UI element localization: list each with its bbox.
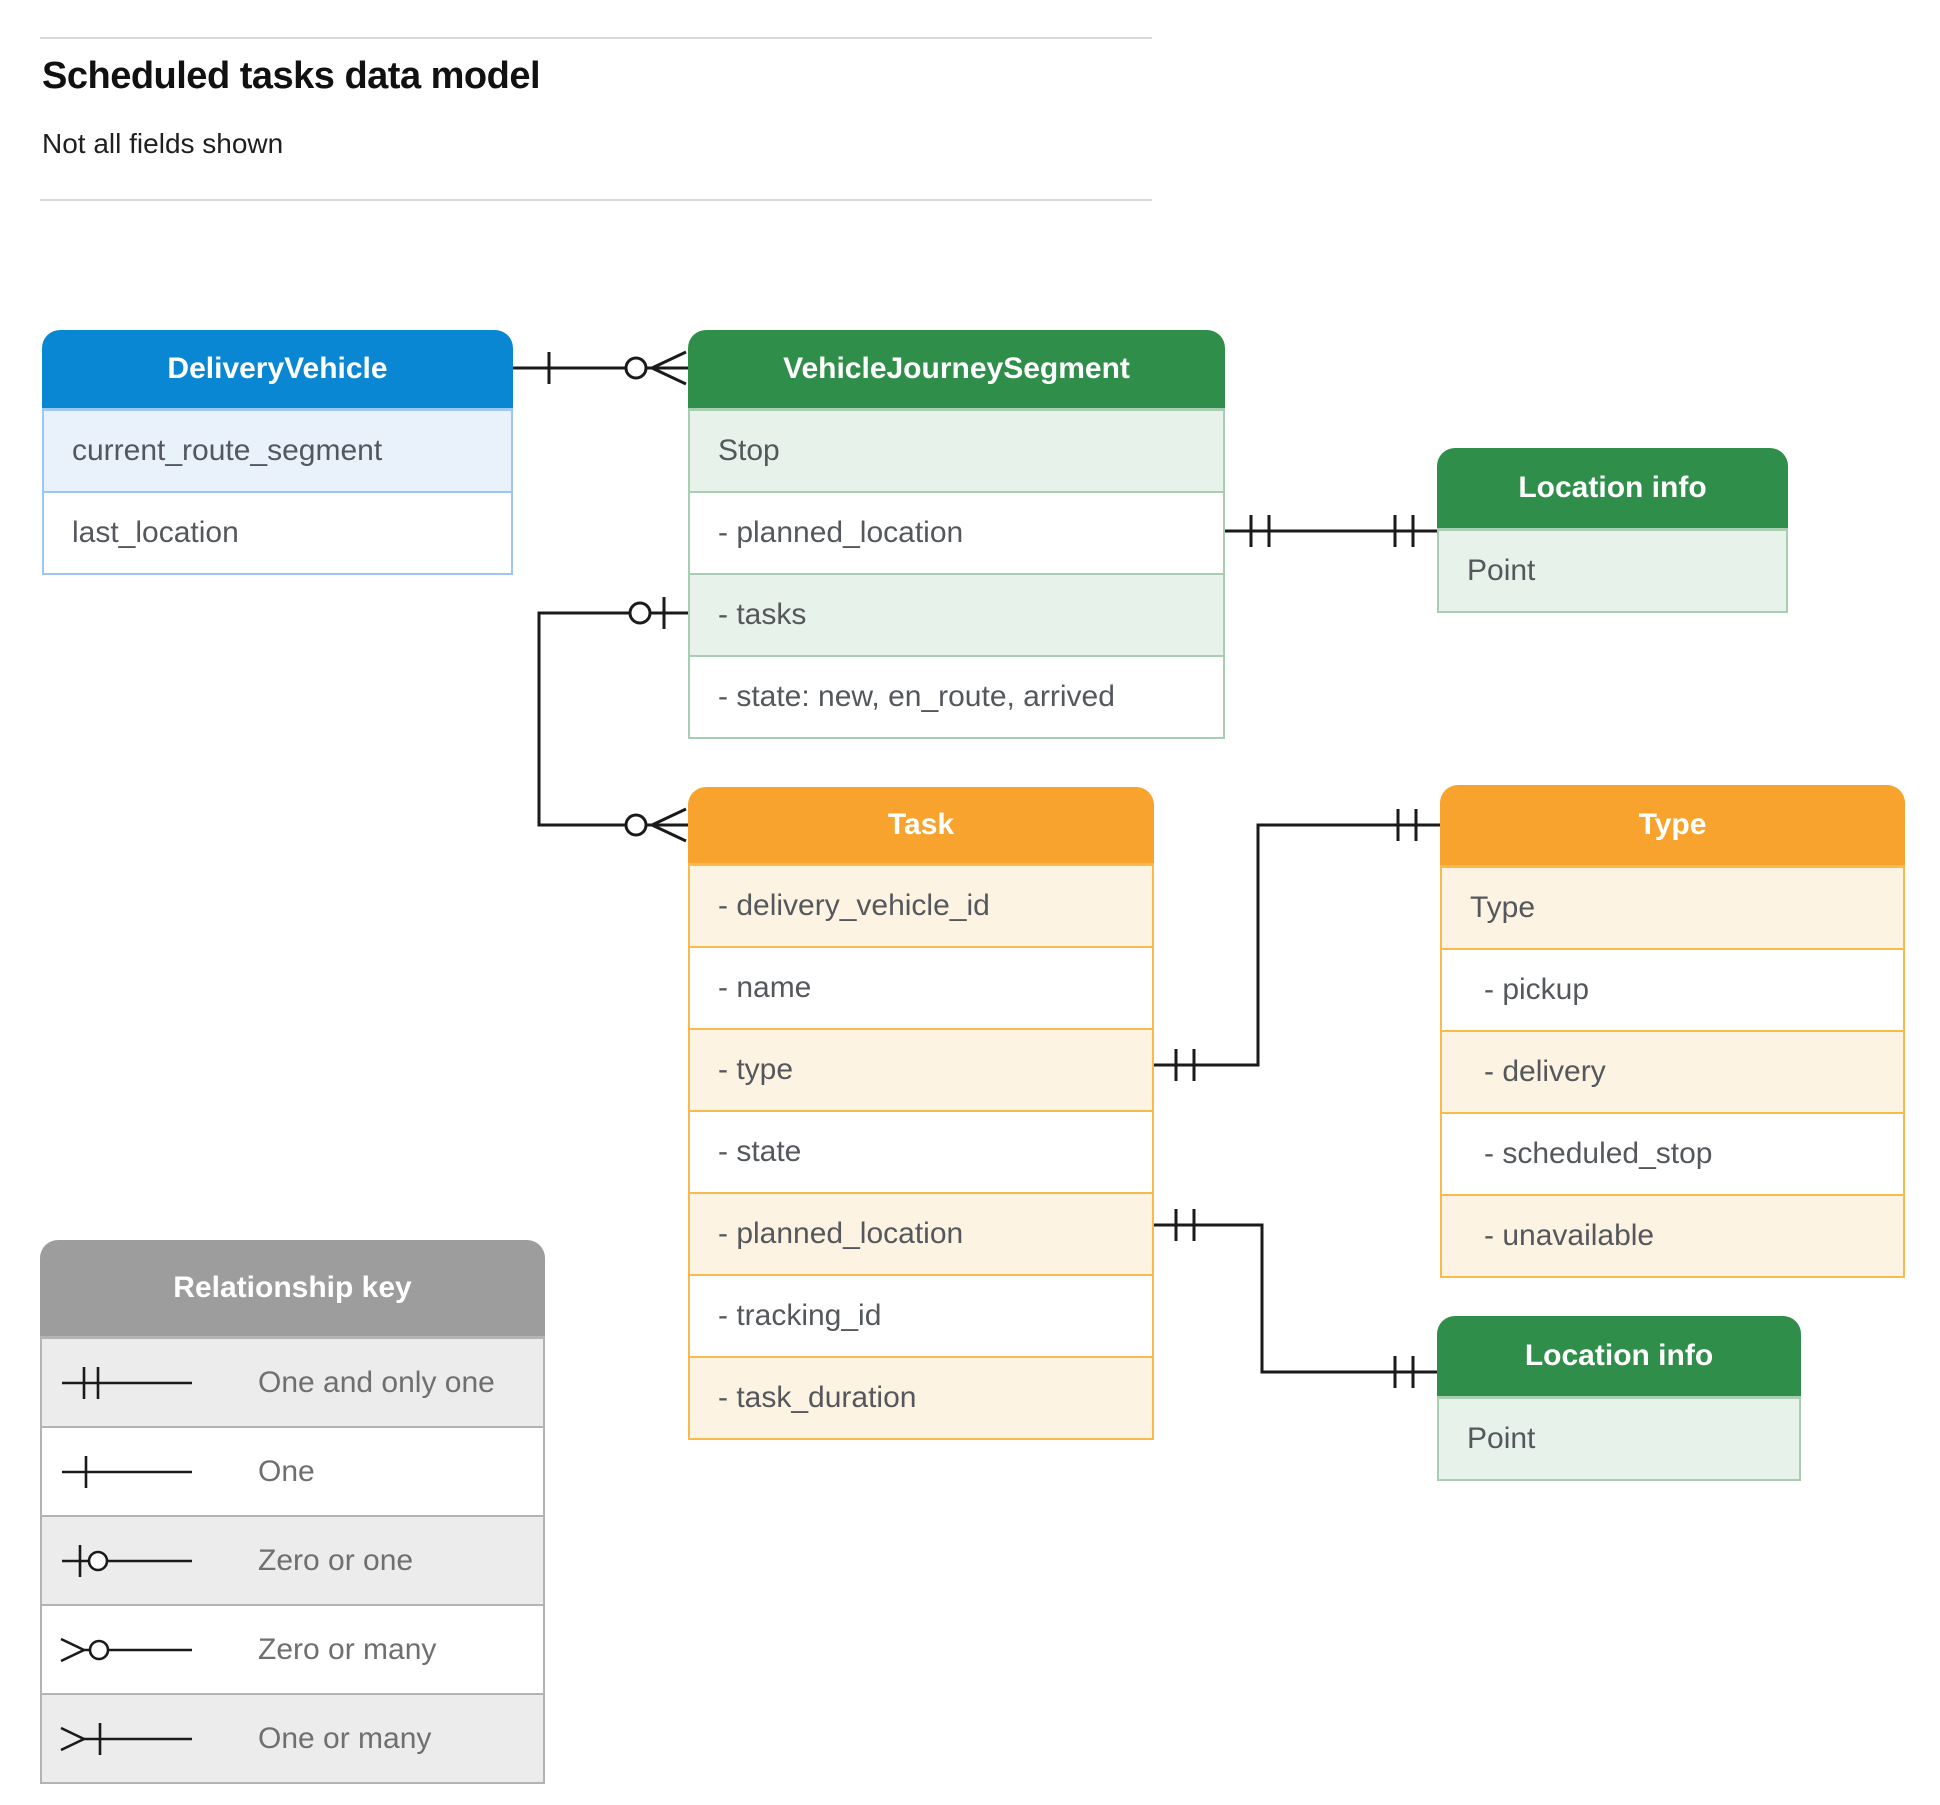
page-subtitle: Not all fields shown [42, 128, 284, 159]
relationship-key: Relationship key One and only one One Ze… [40, 1240, 545, 1784]
field-point: Point [1439, 531, 1786, 611]
field-pickup: - pickup [1442, 948, 1903, 1030]
field-planned-location: - planned_location [690, 491, 1223, 573]
entity-delivery-vehicle: DeliveryVehicle current_route_segment la… [42, 330, 513, 575]
field-type: - type [690, 1028, 1152, 1110]
connector-tasks-to-task [537, 597, 688, 843]
entity-location-info-bottom-title: Location info [1437, 1316, 1801, 1396]
field-unavailable: - unavailable [1442, 1194, 1903, 1276]
one-and-only-one-icon [62, 1366, 192, 1399]
one-icon [62, 1455, 192, 1488]
entity-delivery-vehicle-title: DeliveryVehicle [42, 330, 513, 408]
relationship-key-title: Relationship key [40, 1240, 545, 1336]
zero-or-many-icon [60, 1637, 192, 1662]
page-title: Scheduled tasks data model [42, 55, 541, 97]
field-tasks: - tasks [690, 573, 1223, 655]
one-or-many-icon [60, 1722, 192, 1755]
field-current-route-segment: current_route_segment [44, 411, 511, 491]
entity-location-info-top: Location info Point [1437, 448, 1788, 613]
field-task-duration: - task_duration [690, 1356, 1152, 1438]
entity-type: Type Type - pickup - delivery - schedule… [1440, 785, 1905, 1278]
field-task-state: - state [690, 1110, 1152, 1192]
field-delivery: - delivery [1442, 1030, 1903, 1112]
connector-vehicle-to-segment [513, 350, 688, 386]
field-scheduled-stop: - scheduled_stop [1442, 1112, 1903, 1194]
title-divider [40, 199, 1152, 201]
key-item-one-or-many: One or many [42, 1693, 543, 1782]
field-stop: Stop [690, 411, 1223, 491]
field-task-planned-location: - planned_location [690, 1192, 1152, 1274]
key-item-one: One [42, 1426, 543, 1515]
field-point-bottom: Point [1439, 1399, 1799, 1479]
field-delivery-vehicle-id: - delivery_vehicle_id [690, 866, 1152, 946]
field-state: - state: new, en_route, arrived [690, 655, 1223, 737]
entity-location-info-top-title: Location info [1437, 448, 1788, 528]
entity-location-info-bottom: Location info Point [1437, 1316, 1801, 1481]
field-type-name: Type [1442, 868, 1903, 948]
connector-task-to-location [1154, 1209, 1437, 1388]
field-name: - name [690, 946, 1152, 1028]
zero-or-one-icon [62, 1544, 192, 1577]
entity-task: Task - delivery_vehicle_id - name - type… [688, 787, 1154, 1440]
field-tracking-id: - tracking_id [690, 1274, 1152, 1356]
key-item-one-and-only-one: One and only one [42, 1339, 543, 1426]
connector-task-to-type [1154, 809, 1440, 1081]
entity-task-title: Task [688, 787, 1154, 863]
key-item-zero-or-many: Zero or many [42, 1604, 543, 1693]
connector-segment-to-location [1225, 515, 1437, 547]
entity-vehicle-journey-segment-title: VehicleJourneySegment [688, 330, 1225, 408]
top-divider [40, 37, 1152, 39]
entity-vehicle-journey-segment: VehicleJourneySegment Stop - planned_loc… [688, 330, 1225, 739]
key-item-zero-or-one: Zero or one [42, 1515, 543, 1604]
entity-type-title: Type [1440, 785, 1905, 865]
field-last-location: last_location [44, 491, 511, 573]
